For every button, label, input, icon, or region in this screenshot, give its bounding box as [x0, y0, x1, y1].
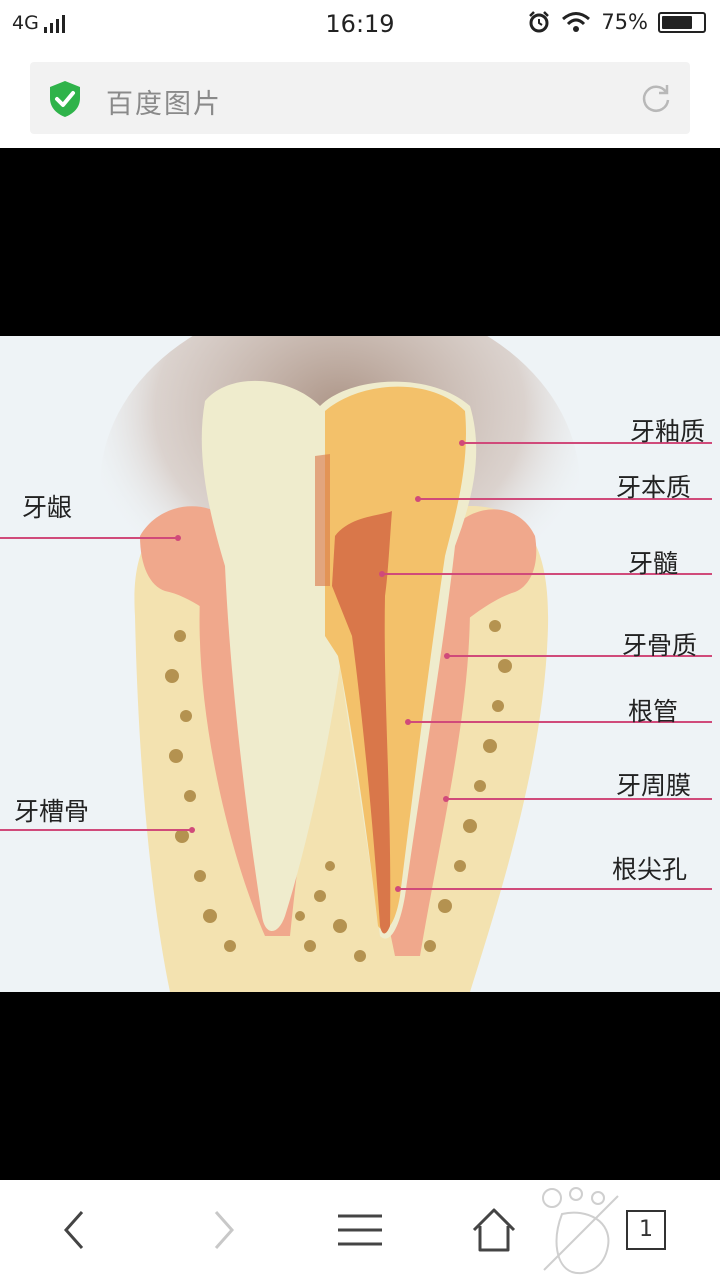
label-cementum: 牙骨质: [622, 631, 698, 660]
label-root-canal: 根管: [628, 697, 679, 726]
network-indicator: 4G: [12, 12, 65, 34]
battery-icon: [658, 11, 706, 33]
label-apical-foramen: 根尖孔: [612, 855, 688, 884]
footprint-icon[interactable]: [538, 1184, 622, 1280]
wifi-icon: [562, 12, 591, 32]
image-viewer[interactable]: 牙釉质 牙本质 牙髓 牙骨质 根管 牙周膜 根尖孔 牙龈 牙槽骨: [0, 148, 720, 1180]
back-icon[interactable]: [46, 1202, 102, 1258]
alarm-icon: [529, 11, 550, 33]
pulp-horn: [315, 454, 330, 586]
home-icon[interactable]: [466, 1202, 522, 1258]
status-bar: 4G 16:19 75%: [0, 0, 720, 50]
bottom-toolbar: 1: [0, 1180, 720, 1280]
network-type: 4G: [12, 12, 39, 34]
signal-icon: [43, 13, 65, 33]
gum-right: [440, 509, 537, 634]
forward-icon[interactable]: [196, 1202, 252, 1258]
label-periodontal-membrane: 牙周膜: [616, 771, 692, 800]
bone-pores: [165, 620, 512, 962]
tooth-anatomy-image: 牙釉质 牙本质 牙髓 牙骨质 根管 牙周膜 根尖孔 牙龈 牙槽骨: [0, 336, 720, 992]
label-alveolar-bone: 牙槽骨: [14, 797, 90, 826]
refresh-icon[interactable]: [640, 82, 672, 114]
label-dentin: 牙本质: [616, 473, 692, 502]
battery-percent: 75%: [601, 10, 648, 34]
clock: 16:19: [325, 10, 395, 38]
label-enamel: 牙釉质: [630, 417, 706, 446]
label-gum: 牙龈: [22, 493, 73, 522]
leader-lines: [0, 442, 712, 890]
tab-count-button[interactable]: 1: [626, 1210, 666, 1250]
tooth-pulp: [332, 511, 392, 934]
menu-icon[interactable]: [332, 1202, 388, 1258]
label-pulp: 牙髓: [628, 549, 679, 578]
address-bar[interactable]: 百度图片: [30, 62, 690, 134]
page-title: 百度图片: [106, 89, 222, 120]
shield-check-icon: [50, 81, 80, 117]
tooth-diagram: [0, 336, 712, 992]
